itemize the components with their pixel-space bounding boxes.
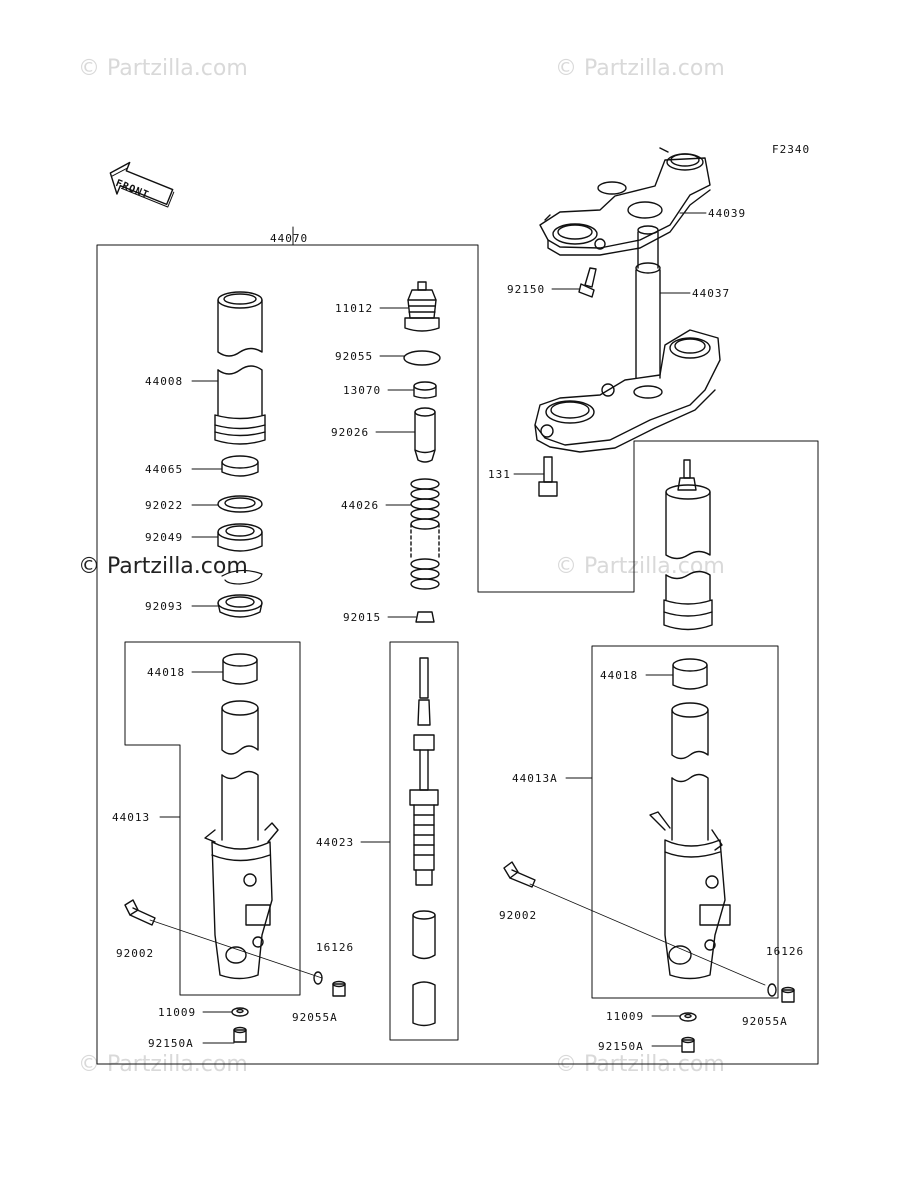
part-label-92150a-left: 92150A bbox=[148, 1037, 194, 1050]
outer-tube-44008 bbox=[214, 291, 266, 445]
damper-frame bbox=[389, 641, 459, 1041]
circlip bbox=[221, 569, 263, 585]
upper-triple-clamp bbox=[539, 147, 711, 256]
part-label-92150: 92150 bbox=[507, 283, 546, 296]
right-fork-frame bbox=[591, 645, 779, 999]
gasket-92055a-right bbox=[767, 983, 777, 997]
spacer-92026 bbox=[414, 407, 436, 463]
right-fork-tube bbox=[663, 459, 713, 631]
bolt-92150 bbox=[578, 267, 597, 298]
bolt-92002-left bbox=[124, 899, 156, 926]
watermark-top-left: © Partzilla.com bbox=[78, 56, 248, 81]
gasket-92055a-left bbox=[313, 971, 323, 985]
part-label-44008: 44008 bbox=[145, 375, 184, 388]
part-label-92002-left: 92002 bbox=[116, 947, 155, 960]
figure-code: F2340 bbox=[772, 143, 811, 156]
left-fork-frame bbox=[124, 641, 301, 996]
bolt-92150a-right bbox=[681, 1036, 695, 1053]
watermark-mid-right: © Partzilla.com bbox=[555, 554, 725, 579]
bushing-44065 bbox=[221, 455, 259, 477]
part-label-131: 131 bbox=[488, 468, 511, 481]
part-label-92002-right: 92002 bbox=[499, 909, 538, 922]
washer-11009-right bbox=[679, 1012, 697, 1022]
part-label-92026: 92026 bbox=[331, 426, 370, 439]
part-label-11009-left: 11009 bbox=[158, 1006, 197, 1019]
part-label-92022: 92022 bbox=[145, 499, 184, 512]
o-ring-92055 bbox=[403, 350, 441, 366]
watermark-mid-left: © Partzilla.com bbox=[78, 554, 248, 579]
nut-92015 bbox=[415, 611, 435, 623]
part-label-44037: 44037 bbox=[692, 287, 731, 300]
part-label-92150a-right: 92150A bbox=[598, 1040, 644, 1053]
part-label-44018-right: 44018 bbox=[600, 669, 639, 682]
part-label-13070: 13070 bbox=[343, 384, 382, 397]
leader-lines bbox=[159, 212, 707, 1047]
part-label-16126-right: 16126 bbox=[766, 945, 805, 958]
part-label-16126-left: 16126 bbox=[316, 941, 355, 954]
bolt-131 bbox=[538, 456, 558, 497]
part-label-11009-right: 11009 bbox=[606, 1010, 645, 1023]
left-inner-tube-44018 bbox=[222, 653, 258, 685]
bolt-92150a-left bbox=[233, 1026, 247, 1043]
right-lower-tube-44013a bbox=[649, 702, 731, 980]
part-label-92049: 92049 bbox=[145, 531, 184, 544]
part-label-44018-left: 44018 bbox=[147, 666, 186, 679]
part-label-44039: 44039 bbox=[708, 207, 747, 220]
assembly-frame bbox=[96, 244, 819, 1065]
left-lower-tube-44013 bbox=[204, 700, 279, 980]
part-label-92055a-right: 92055A bbox=[742, 1015, 788, 1028]
steering-stem-lower-clamp bbox=[534, 225, 721, 453]
oil-seal-92049 bbox=[217, 523, 263, 552]
front-arrow-icon bbox=[109, 161, 175, 208]
part-label-92093: 92093 bbox=[145, 600, 184, 613]
washer-11009-left bbox=[231, 1007, 249, 1017]
drain-screw-16126-left bbox=[332, 980, 346, 997]
part-label-44023: 44023 bbox=[316, 836, 355, 849]
part-label-44013: 44013 bbox=[112, 811, 151, 824]
part-label-92055a-left: 92055A bbox=[292, 1011, 338, 1024]
part-label-92055: 92055 bbox=[335, 350, 374, 363]
washer-92022 bbox=[217, 495, 263, 513]
part-label-44070: 44070 bbox=[270, 232, 309, 245]
spring-44026 bbox=[410, 478, 440, 590]
part-label-44026: 44026 bbox=[341, 499, 380, 512]
right-inner-tube-44018 bbox=[672, 658, 708, 690]
bolt-92002-right bbox=[503, 861, 536, 888]
part-label-92015: 92015 bbox=[343, 611, 382, 624]
part-label-44013a: 44013A bbox=[512, 772, 558, 785]
dust-seal-92093 bbox=[217, 594, 263, 618]
collar-13070 bbox=[413, 381, 437, 399]
drain-screw-16126-right bbox=[781, 986, 795, 1003]
part-label-11012: 11012 bbox=[335, 302, 374, 315]
part-label-44065: 44065 bbox=[145, 463, 184, 476]
damper-rod-44023 bbox=[409, 657, 439, 1027]
watermark-top-right: © Partzilla.com bbox=[555, 56, 725, 81]
cap-bolt-11012 bbox=[404, 281, 440, 332]
